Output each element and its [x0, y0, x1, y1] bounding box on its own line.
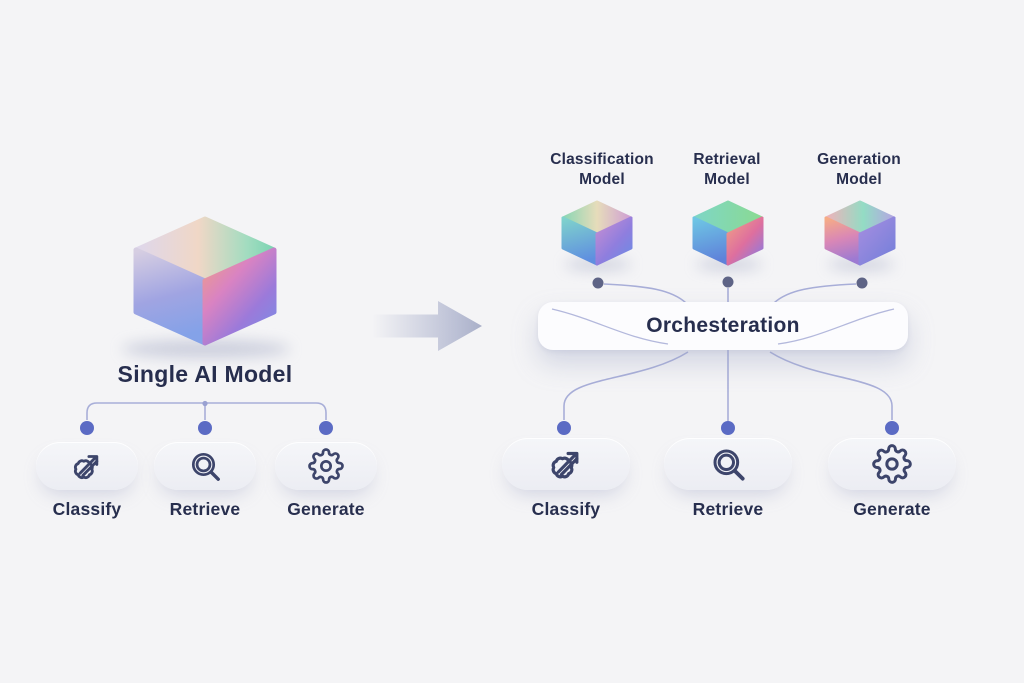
task-pill-classify [502, 438, 630, 490]
branch-dot [557, 421, 571, 435]
classification-model-cube [561, 200, 633, 266]
retrieval-model-cube [692, 200, 764, 266]
orchestration-box: Orchesteration [538, 302, 908, 350]
generation-model-cube [824, 200, 896, 266]
single-model-title: Single AI Model [117, 361, 293, 387]
generation-to-orchestrator-line [773, 283, 857, 304]
task-label: Classify [531, 499, 601, 519]
single-model-cube [133, 216, 277, 346]
orchestration-label: Orchesteration [646, 314, 800, 337]
model-label-generation: Generation Model [817, 151, 901, 189]
single-model-cube-shadow [122, 340, 290, 358]
task-pill-generate [828, 438, 956, 490]
task-label: Generate [853, 499, 931, 519]
orchestrator-to-generate-line [769, 351, 893, 420]
task-pill-retrieve [664, 438, 792, 490]
task-pill-retrieve [154, 442, 256, 490]
branch-dot [80, 421, 94, 435]
task-label: Retrieve [692, 499, 764, 519]
model-node-dot [592, 277, 604, 289]
classification-to-orchestrator-line [603, 283, 687, 304]
task-label: Classify [52, 499, 122, 519]
task-label: Retrieve [169, 499, 241, 519]
task-label: Generate [287, 499, 365, 519]
task-pill-generate [275, 442, 377, 490]
branch-dot [198, 421, 212, 435]
branch-dot [721, 421, 735, 435]
branch-dot [319, 421, 333, 435]
model-label-retrieval: Retrieval Model [693, 151, 761, 189]
branch-dot [885, 421, 899, 435]
task-pill-classify [36, 442, 138, 490]
orchestrator-to-classify-line [563, 351, 689, 420]
model-node-dot [856, 277, 868, 289]
model-node-dot [722, 276, 734, 288]
orchestration-deco-curves [551, 308, 895, 345]
model-label-classification: Classification Model [550, 151, 654, 189]
